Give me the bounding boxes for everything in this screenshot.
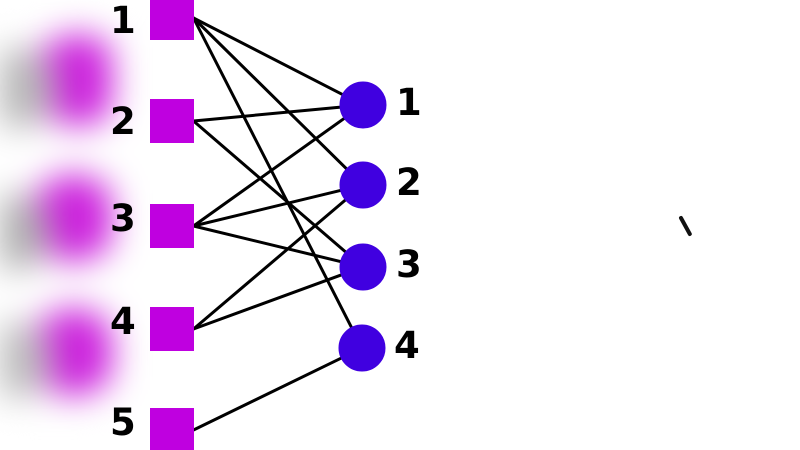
left-node-label-3: 3 bbox=[110, 197, 136, 240]
left-node-label-4: 4 bbox=[110, 300, 136, 343]
edge-L3-R3 bbox=[192, 224, 345, 264]
left-node-square-3[interactable] bbox=[150, 204, 194, 248]
left-node-label-1: 1 bbox=[110, 0, 136, 42]
left-node-label-5: 5 bbox=[110, 401, 136, 444]
right-node-label-2: 2 bbox=[396, 161, 422, 204]
edge-L1-R4 bbox=[192, 16, 354, 331]
right-node-circle-1[interactable] bbox=[339, 81, 387, 129]
right-node-circle-3[interactable] bbox=[339, 243, 387, 291]
right-node-circle-2[interactable] bbox=[339, 161, 387, 209]
right-node-label-4: 4 bbox=[394, 324, 420, 367]
edge-L1-R1 bbox=[192, 16, 346, 97]
edge-L2-R3 bbox=[192, 119, 349, 255]
left-node-label-2: 2 bbox=[110, 100, 136, 143]
stray-tick-mark bbox=[679, 216, 692, 236]
left-node-square-1[interactable] bbox=[150, 0, 194, 40]
right-node-label-3: 3 bbox=[396, 243, 422, 286]
edge-L5-R4 bbox=[192, 355, 345, 432]
edge-L3-R2 bbox=[192, 188, 345, 228]
edge-L1-R2 bbox=[192, 16, 350, 172]
left-node-square-2[interactable] bbox=[150, 99, 194, 143]
edge-L4-R3 bbox=[192, 272, 345, 331]
edge-L2-R1 bbox=[192, 105, 344, 123]
left-node-square-4[interactable] bbox=[150, 307, 194, 351]
left-node-square-5[interactable] bbox=[150, 408, 194, 450]
right-nodes-group bbox=[338, 81, 387, 372]
right-node-label-1: 1 bbox=[396, 81, 422, 124]
edges-group bbox=[192, 16, 354, 432]
edge-L4-R2 bbox=[192, 197, 349, 331]
edge-L3-R1 bbox=[192, 115, 348, 228]
stray-mark-group bbox=[679, 216, 692, 236]
left-nodes-group bbox=[150, 0, 194, 450]
right-node-circle-4[interactable] bbox=[338, 324, 386, 372]
